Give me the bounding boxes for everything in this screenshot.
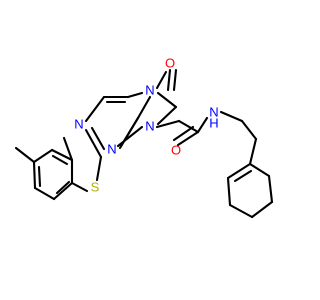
bond-camide-nh [196,116,209,134]
bond-cyc-1 [248,162,271,178]
bond-ch2b-cyc [248,137,258,166]
bond-n7-c8-inner [90,126,106,151]
bond-c3-n2b [156,105,178,126]
bond-n2-n1-line [116,125,144,148]
bond-ar-inner-1 [51,154,69,166]
bond-nbridge-c3 [155,70,168,90]
bond-cyc-6 [226,162,252,180]
bond-ar-3 [32,148,54,164]
atom-n-triazole-1: N [107,141,116,156]
bond-cyc-5 [226,176,232,207]
bond-camide-o-b [172,125,195,142]
atom-o-carbonyl-ring: O [165,55,175,70]
bond-camide-o [176,130,200,147]
atom-n-bridge: N [145,82,154,97]
bond-s-aryl [70,181,89,193]
bond-nbridge-c8a [136,95,152,120]
bond-cyc-double [233,169,253,183]
bonds [14,68,274,219]
atom-n-amide: N [209,104,218,119]
bond-c6-nbridge [126,91,144,99]
bond-c3-o-a [166,68,172,92]
bond-c8-s [95,155,103,182]
structure-svg: N N N N O O S N H [14,55,274,219]
bond-n2-ch2 [155,119,181,129]
bond-methyl-ortho [62,136,74,162]
bond-ch2-camide [177,119,200,134]
bond-ar-inner-2 [37,165,42,188]
atom-s-thioether: S [91,179,100,194]
bond-ar-4 [32,160,37,190]
atom-o-amide: O [171,142,181,157]
molecule-diagram: N N N N O O S N H [14,55,274,219]
bond-cyc-2 [267,174,274,204]
bond-cyc-3 [250,200,274,219]
bond-ar-5 [33,186,56,201]
bond-ar-inner-3 [55,180,71,195]
bond-c3-n2 [156,91,178,109]
bond-c5-n7 [84,95,106,123]
bond-ar-2 [50,148,74,162]
bond-c3-o-b [172,68,178,92]
atom-n-pyrazine: N [74,116,83,131]
bond-n7-c8 [84,128,103,159]
bond-cyc-4 [228,203,254,219]
bond-ch2a-ch2b [240,119,258,141]
bond-methyl-para [14,146,36,164]
atom-labels: N N N N O O S N H [74,55,218,194]
bond-ar-6 [52,181,74,201]
bond-nh-ch2a [219,110,244,123]
atom-n-triazole-2: N [145,118,154,133]
atom-h-amide: H [209,115,218,130]
